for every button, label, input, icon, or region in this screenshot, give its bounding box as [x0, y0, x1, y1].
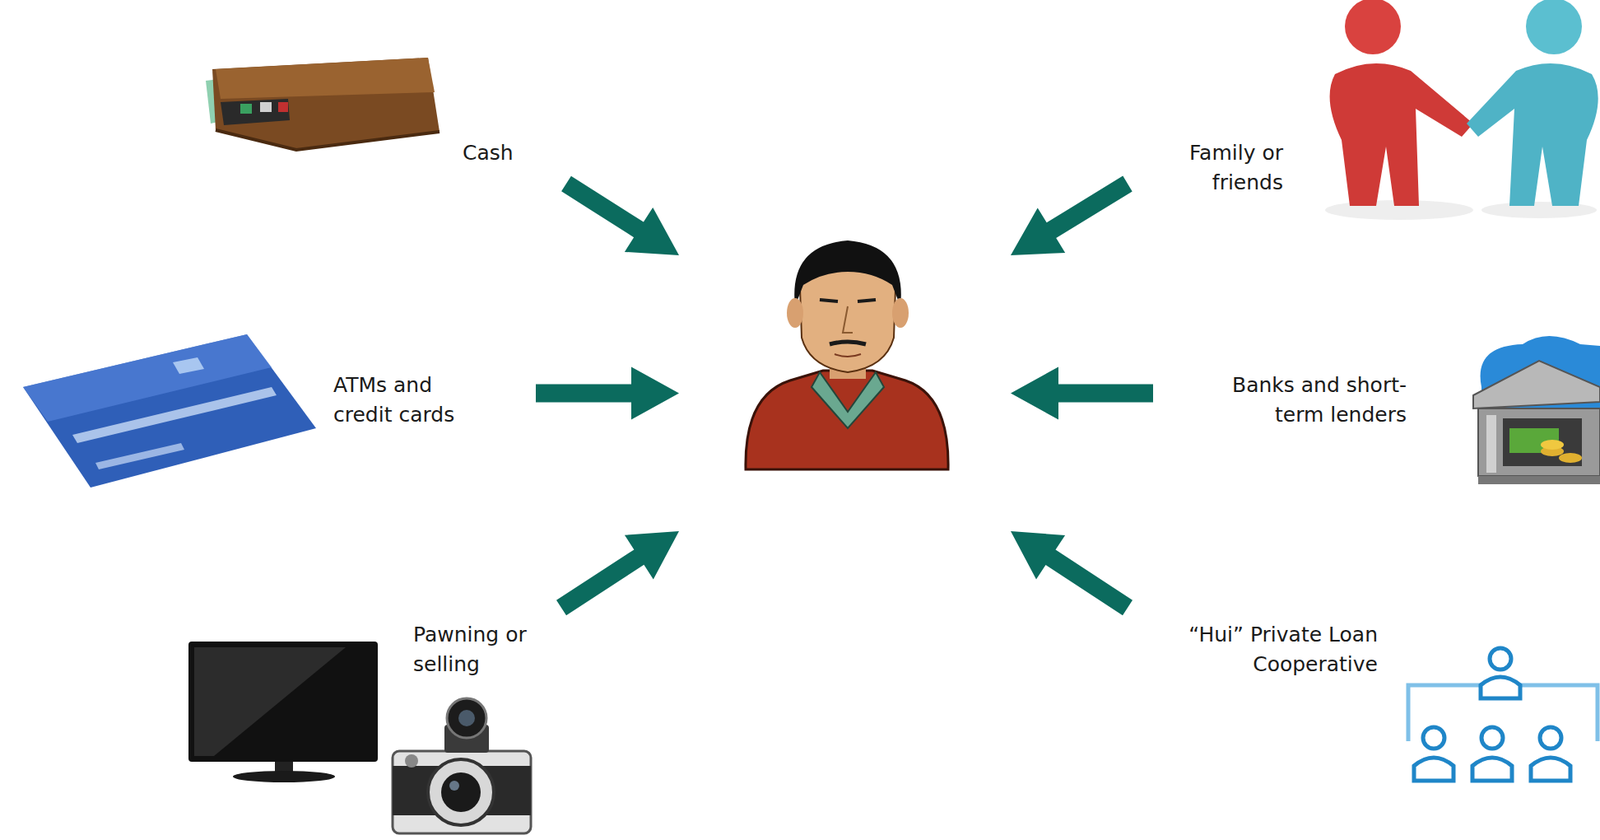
figure-shadow: [1481, 201, 1597, 219]
person-illustration: [745, 240, 949, 470]
person-mustache: [829, 341, 866, 345]
wallet-body: [212, 57, 440, 150]
source-group: “Hui” Private Loan Cooperative: [1127, 607, 1600, 824]
red-figure-head: [1344, 0, 1401, 55]
card-number-strip: [72, 386, 277, 443]
person-scarf: [811, 372, 884, 428]
red-figure-body: [1330, 63, 1474, 206]
camera-grip: [392, 765, 531, 815]
person-ear: [892, 297, 909, 328]
wallet-cards: [220, 98, 290, 126]
tv-screen: [188, 641, 378, 762]
wallet-card-edge: [278, 102, 289, 112]
flow-arrow: [535, 367, 680, 420]
bank-illustration: [1473, 335, 1600, 484]
leader-body: [1480, 676, 1521, 698]
source-label: Family or friends: [1176, 138, 1284, 198]
person-ear: [786, 297, 804, 328]
member-body: [1413, 757, 1454, 781]
person-nose: [842, 306, 853, 333]
credit-card-illustration: [23, 334, 317, 488]
camera-lens: [427, 758, 494, 825]
source-group: Cash: [194, 55, 567, 184]
person-jacket: [745, 370, 949, 470]
bank-steps: [1478, 475, 1600, 484]
camera-illustration: [392, 697, 531, 833]
member-body: [1472, 757, 1512, 781]
flow-arrow: [1010, 367, 1154, 420]
leader-head: [1489, 647, 1512, 670]
camera-lens-glass: [441, 772, 481, 812]
source-group: Banks and short-term lenders: [1153, 312, 1600, 474]
blue-figure-body: [1466, 63, 1599, 206]
camera-lens-glint: [449, 780, 460, 791]
source-label: ATMs and credit cards: [333, 370, 474, 430]
source-group: ATMs and credit cards: [9, 312, 536, 474]
camera-body: [392, 750, 531, 833]
camera-viewfinder: [446, 697, 487, 738]
tv-stand: [232, 770, 335, 782]
handshake-illustration: [1325, 0, 1599, 220]
card-shine: [23, 334, 272, 422]
tv-reflection: [194, 646, 346, 756]
flow-arrow: [556, 530, 680, 615]
wallet-flap: [215, 57, 435, 99]
source-label: Pawning or selling: [413, 619, 527, 680]
card-name-strip: [95, 442, 185, 470]
source-label: Banks and short-term lenders: [1200, 370, 1407, 430]
cooperative-illustration: [1408, 647, 1598, 781]
person-eyes: [819, 299, 876, 302]
card-body: [23, 334, 317, 488]
bank-pillar: [1486, 414, 1497, 473]
person-hair: [794, 240, 902, 307]
source-group: Pawning or selling: [188, 607, 562, 838]
wallet-card-edge: [260, 102, 272, 112]
bank-door: [1502, 418, 1582, 466]
flow-arrow: [561, 176, 680, 256]
source-label: Cash: [462, 138, 562, 168]
source-label: “Hui” Private Loan Cooperative: [1157, 619, 1378, 680]
wallet-illustration: [205, 57, 440, 150]
camera-viewfinder-glass: [458, 709, 475, 726]
source-group: Family or friends: [1127, 0, 1600, 184]
camera-button: [404, 753, 419, 768]
wallet-card-edge: [240, 103, 252, 114]
tv-illustration: [188, 641, 378, 782]
borrower-figure: [679, 255, 1011, 531]
member-head: [1481, 726, 1503, 749]
bank-coin: [1540, 439, 1564, 450]
member-head: [1539, 726, 1562, 749]
flow-arrow: [1010, 176, 1133, 256]
blue-figure-head: [1525, 0, 1582, 55]
wallet-edge: [215, 130, 440, 150]
flow-arrow: [1010, 530, 1133, 615]
bank-roof: [1473, 360, 1600, 409]
bank-wall: [1478, 408, 1600, 476]
member-body: [1530, 757, 1571, 781]
person-mouth: [834, 353, 861, 357]
member-head: [1423, 726, 1445, 749]
card-chip: [172, 357, 205, 374]
bank-coin: [1558, 452, 1582, 463]
